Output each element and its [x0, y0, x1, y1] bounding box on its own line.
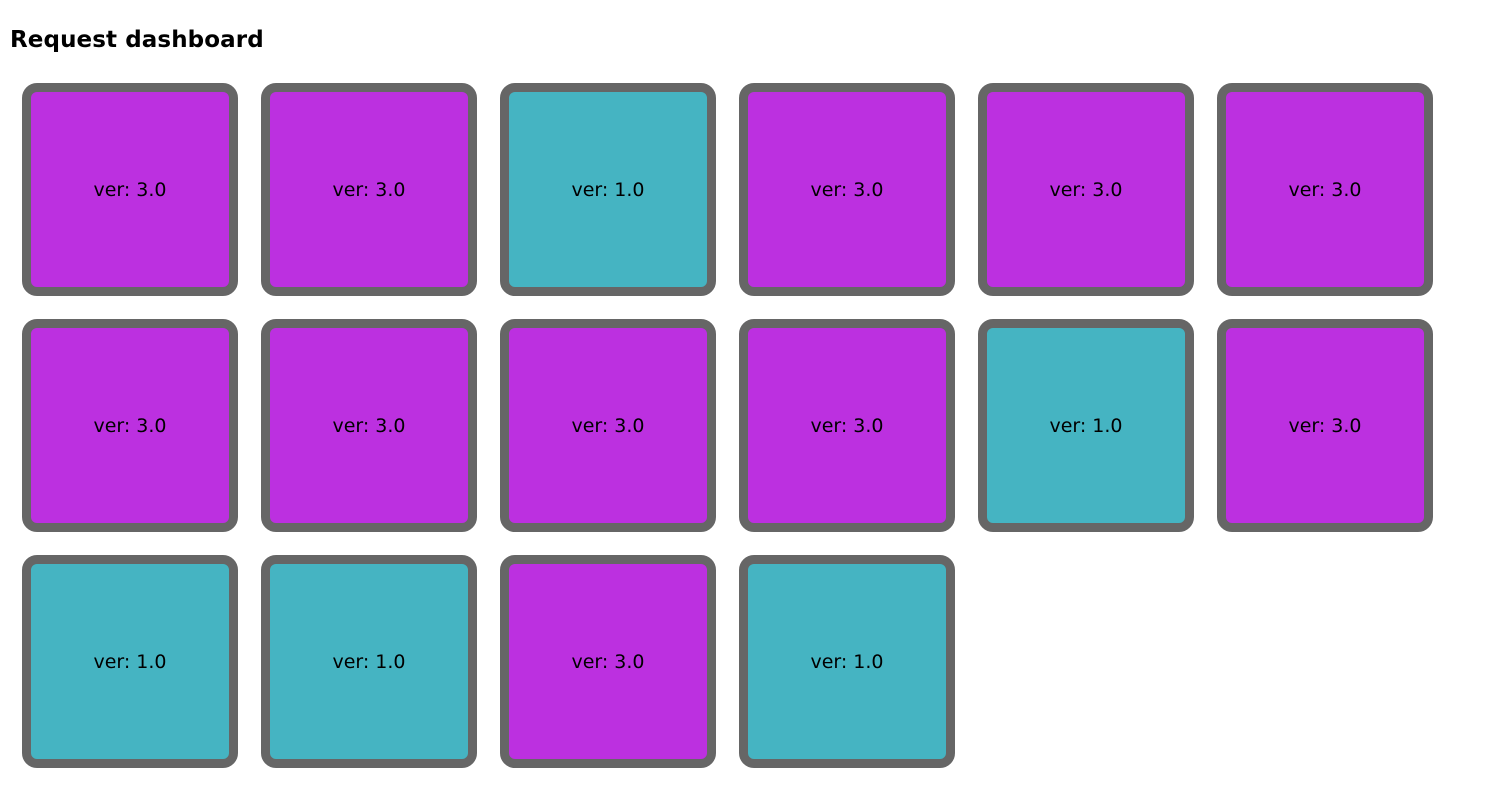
request-card-version-label: ver: 3.0	[810, 414, 884, 437]
request-card[interactable]: ver: 3.0	[261, 83, 477, 296]
request-card-version-label: ver: 3.0	[810, 178, 884, 201]
request-card-version-label: ver: 3.0	[571, 650, 645, 673]
request-card-grid: ver: 3.0 ver: 3.0 ver: 1.0 ver: 3.0 ver: 3.0…	[0, 54, 1511, 768]
request-card-version-label: ver: 3.0	[332, 178, 406, 201]
request-card-version-label: ver: 3.0	[1288, 178, 1362, 201]
request-card[interactable]: ver: 3.0	[739, 83, 955, 296]
request-card-version-label: ver: 1.0	[571, 178, 645, 201]
request-card-version-label: ver: 1.0	[810, 650, 884, 673]
request-card-version-label: ver: 3.0	[332, 414, 406, 437]
request-card-version-label: ver: 3.0	[93, 414, 167, 437]
request-card[interactable]: ver: 1.0	[739, 555, 955, 768]
request-card[interactable]: ver: 3.0	[500, 555, 716, 768]
request-card[interactable]: ver: 3.0	[261, 319, 477, 532]
request-card-version-label: ver: 3.0	[571, 414, 645, 437]
request-card[interactable]: ver: 3.0	[500, 319, 716, 532]
request-card[interactable]: ver: 1.0	[978, 319, 1194, 532]
request-card[interactable]: ver: 1.0	[500, 83, 716, 296]
request-card[interactable]: ver: 1.0	[22, 555, 238, 768]
page-title: Request dashboard	[10, 27, 264, 53]
request-card[interactable]: ver: 3.0	[978, 83, 1194, 296]
request-card-version-label: ver: 3.0	[1288, 414, 1362, 437]
request-card-version-label: ver: 1.0	[332, 650, 406, 673]
request-card[interactable]: ver: 1.0	[261, 555, 477, 768]
request-card[interactable]: ver: 3.0	[22, 319, 238, 532]
request-card[interactable]: ver: 3.0	[22, 83, 238, 296]
request-card-version-label: ver: 1.0	[1049, 414, 1123, 437]
request-card-version-label: ver: 3.0	[93, 178, 167, 201]
request-card[interactable]: ver: 3.0	[1217, 319, 1433, 532]
request-card[interactable]: ver: 3.0	[739, 319, 955, 532]
request-card-version-label: ver: 3.0	[1049, 178, 1123, 201]
request-card[interactable]: ver: 3.0	[1217, 83, 1433, 296]
request-card-version-label: ver: 1.0	[93, 650, 167, 673]
